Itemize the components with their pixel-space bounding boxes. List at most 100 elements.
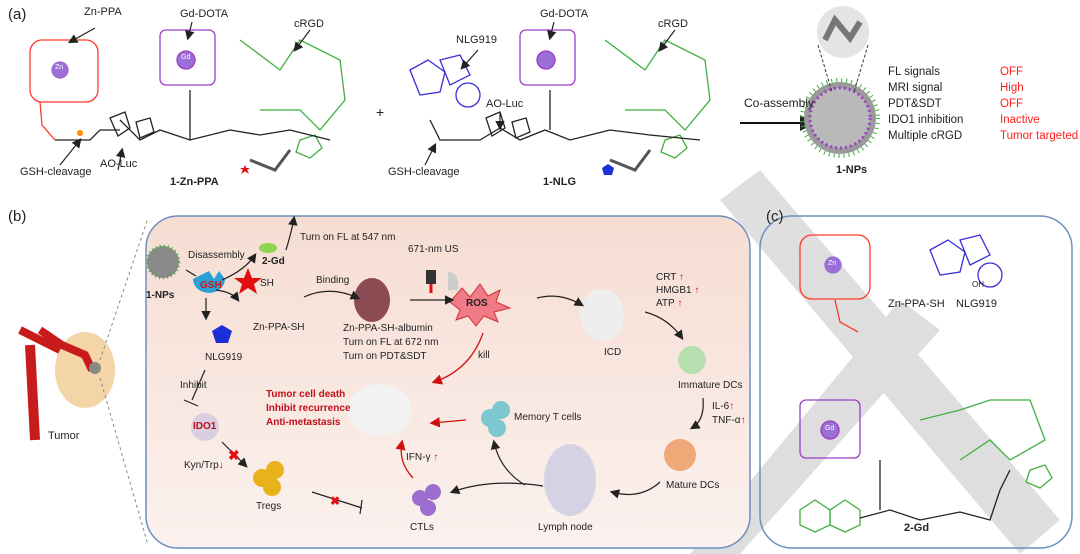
mature-dc-icon (664, 439, 696, 471)
gsh-label: GSH (200, 280, 222, 291)
up-arrow-icon: ↑ (678, 272, 684, 283)
albumin-line: Zn-PPA-SH-albumin (343, 323, 433, 334)
gd-dota-label-2: Gd-DOTA (540, 8, 589, 20)
memory-t-cells-icon (488, 419, 506, 437)
2-gd-label-c: 2-Gd (904, 522, 930, 534)
nlg919-pentagon-icon (212, 325, 232, 343)
up-arrow-icon: ↑ (729, 401, 735, 412)
icd-label: ICD (604, 347, 622, 358)
panel-c-label: (c) (766, 208, 784, 225)
gsh-cleavage-label: GSH-cleavage (20, 166, 92, 178)
cytokine-row: IL-6↑ (712, 400, 746, 414)
gd-dota-structure-c (799, 399, 861, 459)
outcome-line: Anti-metastasis (266, 417, 341, 428)
ctls-label: CTLs (410, 522, 434, 533)
property-row: Multiple cRGD Tumor targeted (888, 128, 1078, 144)
lymph-node-icon (544, 444, 596, 516)
property-key: Multiple cRGD (888, 130, 963, 142)
kill-label: kill (478, 350, 490, 361)
nlg-cartoon-icon (609, 149, 652, 172)
treg-cells-icon (263, 478, 281, 496)
nps-label-b: 1-NPs (146, 290, 175, 301)
gd-metal-label: Gd (181, 54, 191, 61)
light-us-label: 671-nm US (408, 244, 459, 255)
crgd-label-2: cRGD (658, 18, 688, 30)
ultrasound-icon (448, 272, 459, 290)
ao-luc-label: AO-Luc (100, 158, 138, 170)
albumin-line: Turn on PDT&SDT (343, 351, 427, 362)
marker-row: CRT ↑ (656, 271, 699, 284)
panel-b-box (145, 215, 751, 549)
plus-sign: + (376, 104, 385, 120)
nlg919-label-c: NLG919 (956, 298, 997, 310)
nlg919-label: NLG919 (456, 34, 497, 46)
blocked-x-icon: ✖ (228, 447, 240, 463)
property-value: OFF (1000, 98, 1023, 110)
up-arrow-icon: ↑ (694, 285, 700, 296)
marker-label: ATP (656, 298, 675, 309)
panel-b-label: (b) (8, 208, 27, 225)
nanoparticle-icon (145, 244, 181, 280)
ros-burst-icon (449, 283, 512, 327)
zn-ppa-label: Zn-PPA (84, 6, 122, 18)
dead-tumor-cells-icon (348, 384, 412, 436)
crgd-structure-2 (604, 39, 711, 159)
watermark (690, 170, 1060, 554)
2-gd-label: 2-Gd (262, 256, 285, 267)
outcomes: Tumor cell death Inhibit recurrence Anti… (266, 388, 350, 430)
panel-c-box (759, 215, 1073, 549)
ifn-text: IFN-γ (406, 452, 431, 463)
dc-markers: CRT ↑ HMGB1 ↑ ATP ↑ (656, 271, 699, 310)
2-gd-structure-c (799, 460, 1011, 533)
crgd-structure-c (919, 399, 1053, 489)
icd-cells-icon (580, 289, 624, 341)
marker-label: HMGB1 (656, 285, 692, 296)
marker-label: CRT (656, 272, 677, 283)
2-gd-icon (259, 243, 277, 253)
down-arrow-icon: ↓ (218, 460, 224, 471)
sh-label: SH (260, 278, 274, 289)
outcome-line: Inhibit recurrence (266, 403, 351, 414)
tumor-illustration (18, 217, 149, 546)
gsh-enzyme-icon (193, 271, 225, 293)
tregs-label: Tregs (256, 501, 282, 512)
gd-dota-structure-2 (519, 29, 576, 86)
1-zn-ppa-name: 1-Zn-PPA (170, 176, 219, 188)
cytokines: IL-6↑ TNF-α↑ (712, 400, 746, 428)
zn-ppa-star-icon (234, 268, 262, 294)
zn-ppa-structure (29, 39, 99, 141)
immature-dcs-label: Immature DCs (678, 380, 743, 391)
albumin-text: Zn-PPA-SH-albumin Turn on FL at 672 nm T… (343, 322, 438, 364)
linker-2 (429, 90, 701, 141)
nlg919-structure-1 (409, 54, 481, 108)
marker-row: ATP ↑ (656, 297, 699, 310)
co-assembly-label: Co-assembly (744, 96, 815, 110)
property-value: Tumor targeted (1000, 130, 1079, 142)
fl-547-label: Turn on FL at 547 nm (300, 232, 396, 243)
property-value: High (1000, 82, 1024, 94)
zn-ppa-sh-label: Zn-PPA-SH (253, 322, 305, 333)
zn-ppa-sh-label-c: Zn-PPA-SH (888, 298, 945, 310)
ctl-cells-icon (420, 500, 436, 516)
ido1-icon (191, 413, 219, 441)
oh-label-c: OH (972, 280, 984, 289)
nanoparticle-1-nps (800, 6, 880, 158)
blocked-x-icon: ✖ (330, 494, 340, 508)
cytokine-row: TNF-α↑ (712, 414, 746, 428)
outcome-line: Tumor cell death (266, 389, 346, 400)
nlg919-structure-c (929, 234, 1003, 288)
ao-luc-label-2: AO-Luc (486, 98, 524, 110)
nlg919-label-b: NLG919 (205, 352, 243, 363)
cytokine-label: IL-6 (712, 401, 730, 412)
marker-row: HMGB1 ↑ (656, 284, 699, 297)
disassembly-label: Disassembly (188, 250, 245, 261)
1-nlg-name: 1-NLG (543, 176, 576, 188)
gd-metal-label-c: Gd (825, 425, 835, 432)
binding-label: Binding (316, 275, 350, 286)
zn-metal-label: Zn (55, 64, 64, 71)
